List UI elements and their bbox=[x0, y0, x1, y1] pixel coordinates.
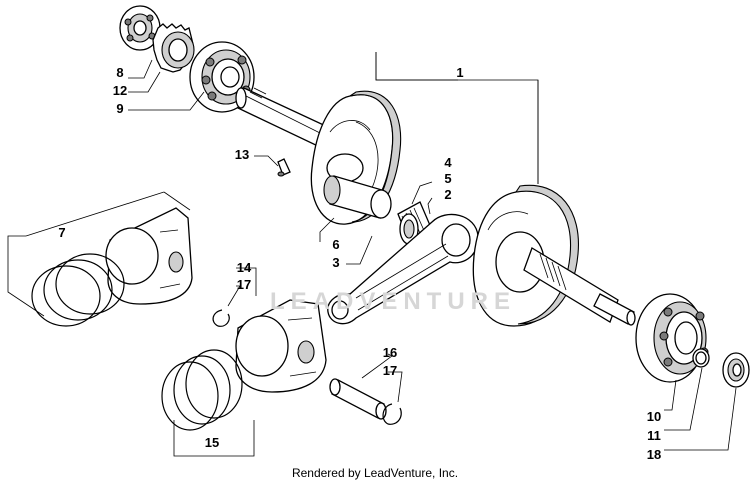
crankshaft-left-shaft bbox=[235, 87, 331, 149]
callout-2: 2 bbox=[444, 187, 452, 202]
callout-8: 8 bbox=[116, 65, 124, 80]
connecting-rod bbox=[327, 213, 479, 325]
crankshaft-right-shaft bbox=[523, 247, 636, 326]
callout-1: 1 bbox=[456, 65, 464, 80]
callout-9: 9 bbox=[116, 101, 124, 116]
callout-17-right: 17 bbox=[382, 363, 398, 378]
callout-3: 3 bbox=[332, 255, 340, 270]
watermark-text: LEADVENTURE bbox=[270, 288, 517, 315]
piston-rings-upper bbox=[31, 253, 125, 327]
crank-pin bbox=[323, 175, 392, 219]
callout-16: 16 bbox=[382, 345, 398, 360]
piston-lower bbox=[235, 299, 327, 393]
leader-lines bbox=[7, 52, 737, 457]
bearing-8 bbox=[119, 5, 161, 51]
callout-17-left: 17 bbox=[236, 277, 252, 292]
callout-13: 13 bbox=[234, 147, 250, 162]
piston-upper bbox=[105, 207, 193, 305]
callout-7: 7 bbox=[58, 225, 66, 240]
callout-6: 6 bbox=[332, 237, 340, 252]
callout-5: 5 bbox=[444, 171, 452, 186]
callout-12: 12 bbox=[112, 83, 128, 98]
dowel-pin-13 bbox=[277, 158, 291, 177]
circlip-17-right bbox=[382, 403, 402, 425]
piston-rings-lower bbox=[161, 349, 243, 431]
footer-credit: Rendered by LeadVenture, Inc. bbox=[291, 466, 459, 480]
callout-15: 15 bbox=[204, 435, 220, 450]
o-ring-11 bbox=[692, 348, 710, 368]
gear-12 bbox=[152, 23, 195, 73]
callout-14: 14 bbox=[236, 260, 252, 275]
wrist-pin-16 bbox=[329, 378, 387, 420]
callout-10: 10 bbox=[646, 409, 662, 424]
bearing-10 bbox=[635, 293, 709, 383]
callout-18: 18 bbox=[646, 447, 662, 462]
callout-4: 4 bbox=[444, 155, 452, 170]
callout-11: 11 bbox=[647, 428, 661, 443]
oil-seal-18 bbox=[722, 352, 750, 388]
circlip-17-left bbox=[212, 309, 230, 327]
